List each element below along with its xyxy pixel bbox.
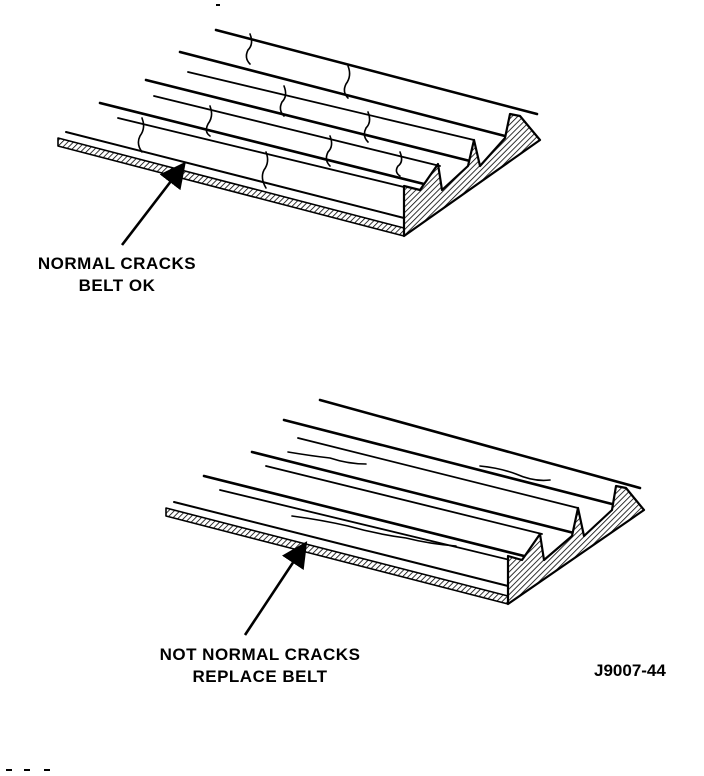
normal-cracks-label: NORMAL CRACKS BELT OK <box>12 253 222 297</box>
normal-cracks-line2: BELT OK <box>78 276 156 295</box>
pointer-arrow-abnormal <box>243 541 308 636</box>
abnormal-cracks-line2: REPLACE BELT <box>192 667 328 686</box>
abnormal-cracks-label: NOT NORMAL CRACKS REPLACE BELT <box>120 644 400 688</box>
belt-normal-illustration <box>57 28 542 238</box>
abnormal-cracks-line1: NOT NORMAL CRACKS <box>159 645 361 664</box>
figure-id: J9007-44 <box>594 661 666 680</box>
belt-abnormal-illustration <box>165 398 646 606</box>
pointer-arrow-normal <box>120 161 186 246</box>
normal-cracks-line1: NORMAL CRACKS <box>37 254 197 273</box>
